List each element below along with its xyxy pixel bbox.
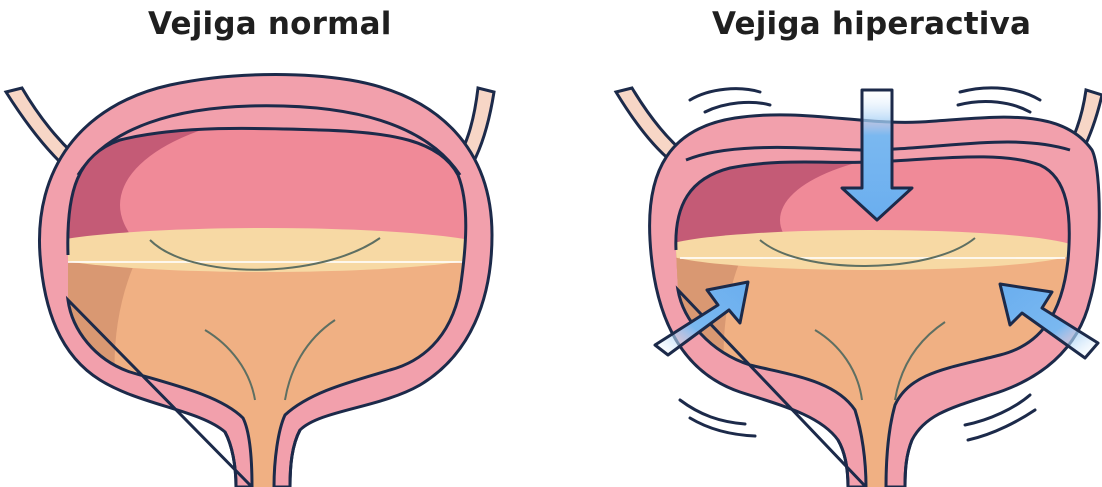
overactive-bladder — [616, 88, 1102, 487]
normal-bladder — [6, 75, 540, 487]
